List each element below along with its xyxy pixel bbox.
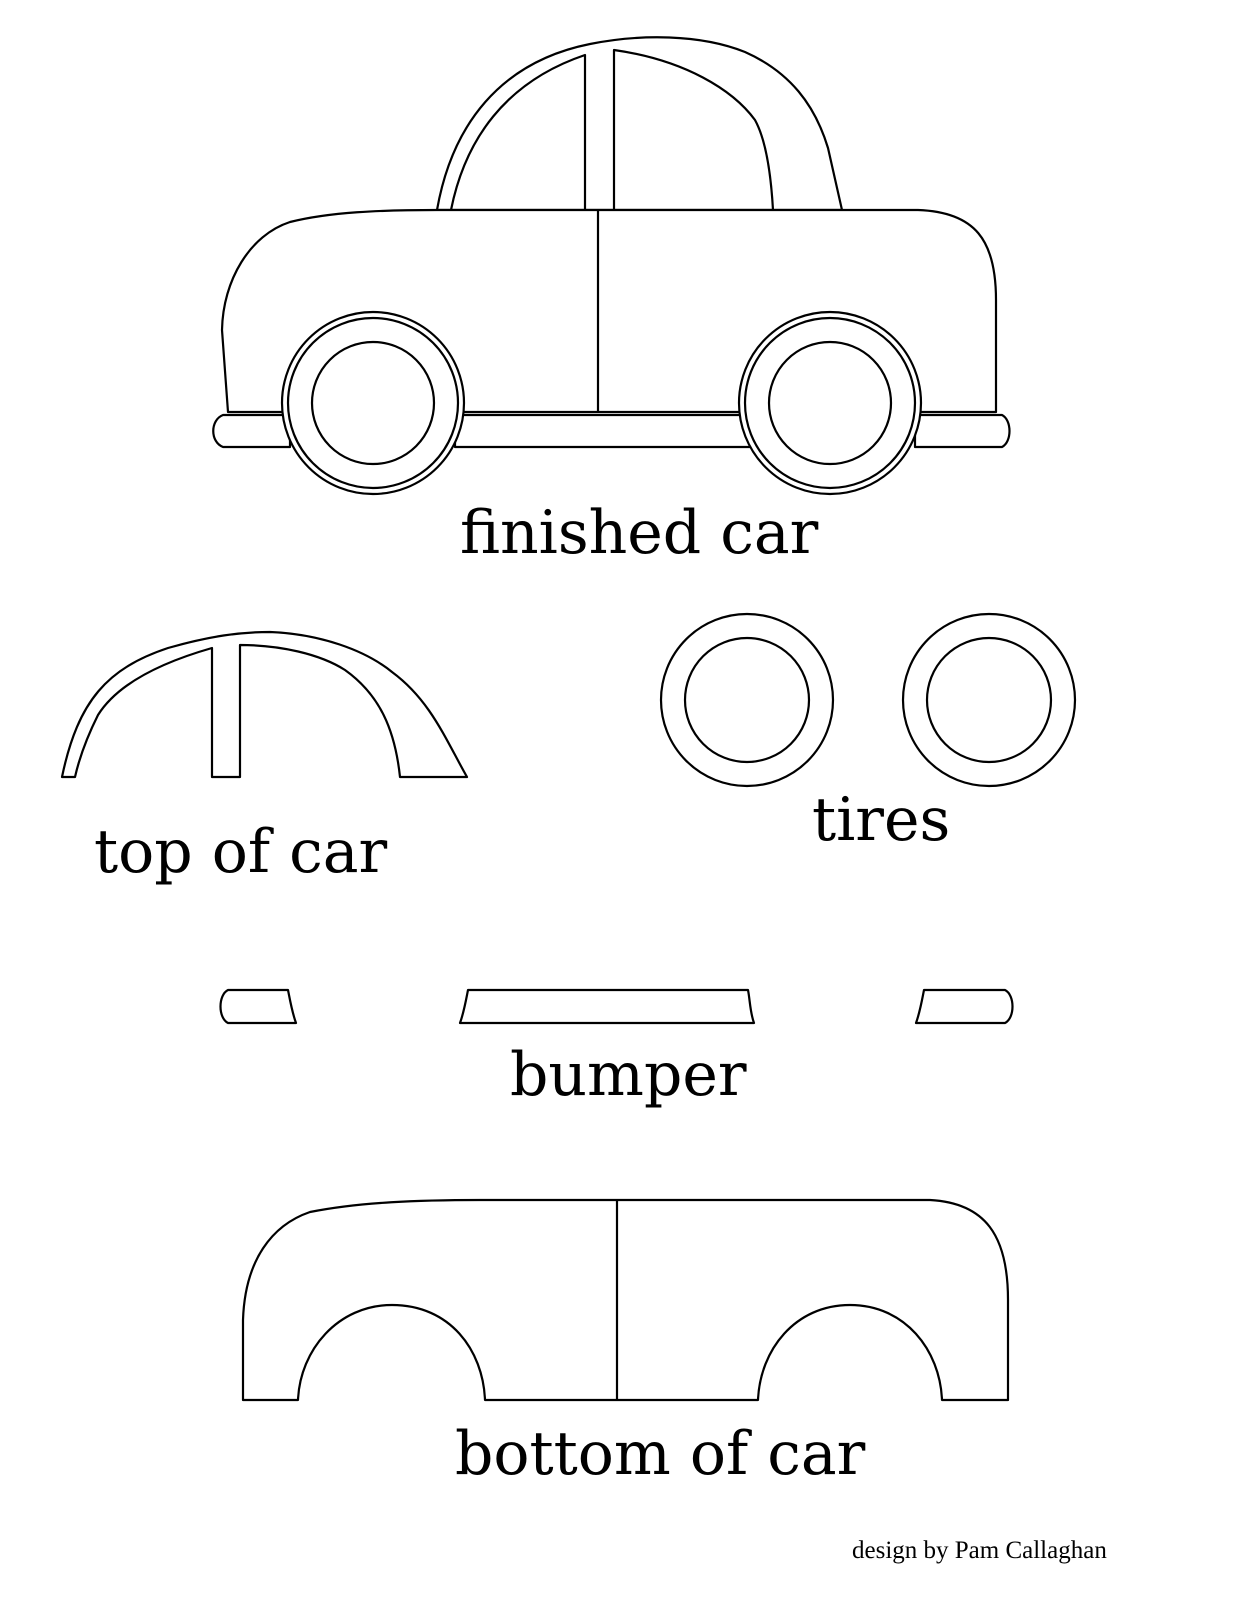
tire-piece-left: [659, 612, 835, 788]
bumper-piece-front: [914, 988, 1014, 1025]
bumper-label: bumper: [510, 1040, 747, 1110]
finished-car-bumper-middle: [453, 413, 757, 449]
finished-car-wheel-rear: [280, 310, 466, 496]
finished-car-window-front: [612, 48, 775, 212]
bumper-piece-middle: [458, 988, 756, 1025]
top-of-car-label: top of car: [94, 817, 388, 887]
bumper-piece-rear: [219, 988, 298, 1025]
tires-label: tires: [812, 785, 951, 855]
bottom-of-car-label: bottom of car: [455, 1419, 866, 1489]
finished-car-bumper-front: [913, 413, 1011, 449]
tire-piece-right: [901, 612, 1077, 788]
top-of-car-piece: [60, 630, 469, 779]
designer-credit: design by Pam Callaghan: [852, 1537, 1107, 1564]
bottom-of-car-piece: [241, 1198, 1010, 1402]
finished-car-window-rear: [449, 53, 587, 212]
finished-car-wheel-front: [737, 310, 923, 496]
bumper-pieces: [219, 988, 1014, 1025]
finished-car-label: finished car: [460, 498, 819, 568]
finished-car-bumper-rear: [212, 413, 292, 449]
finished-car-illustration: [212, 36, 1011, 496]
